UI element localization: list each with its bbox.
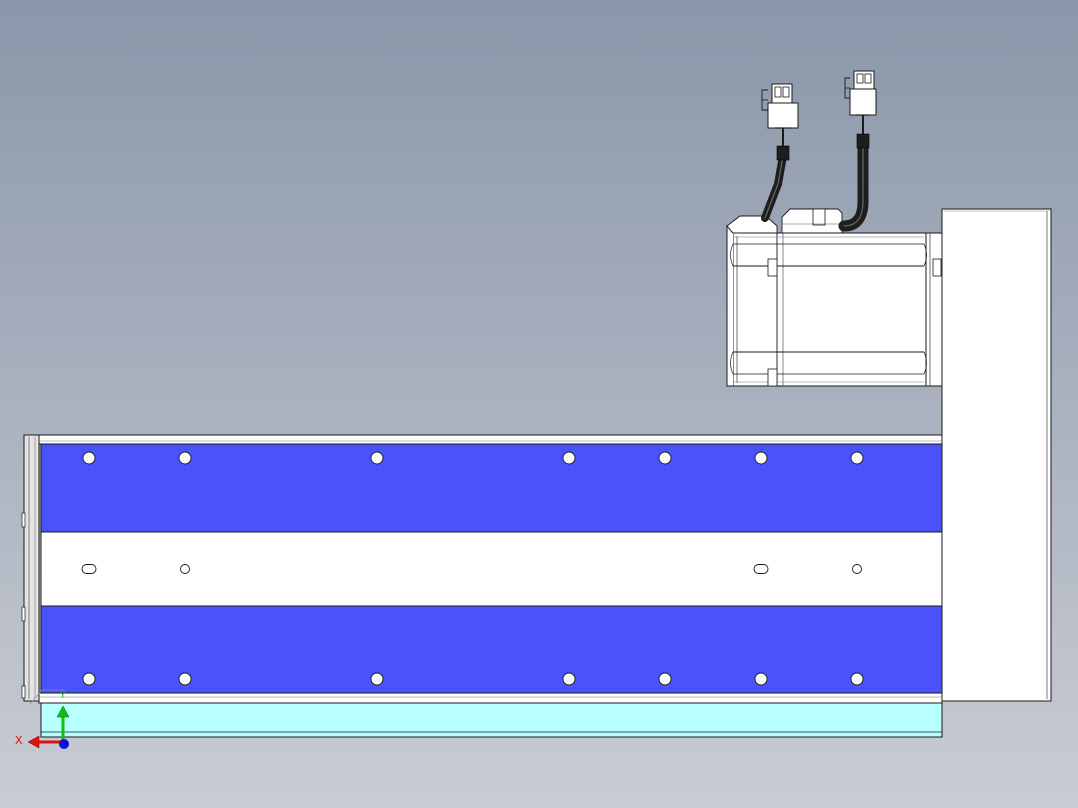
encoder-connector[interactable]	[761, 83, 799, 129]
mounting-hole	[658, 451, 672, 465]
carriage-strip	[40, 531, 943, 607]
mounting-hole	[850, 451, 864, 465]
top-hole-row	[82, 451, 864, 465]
bottom-cover-plate	[40, 605, 943, 694]
coordinate-triad: X Y	[15, 689, 70, 749]
slot-hole	[753, 564, 769, 574]
carriage-hole-row	[81, 564, 862, 574]
linear-module[interactable]	[21, 434, 943, 738]
mounting-hole	[178, 672, 192, 686]
mounting-hole	[82, 451, 96, 465]
mounting-hole	[562, 451, 576, 465]
motor-mount-plate[interactable]	[941, 208, 1052, 702]
mounting-hole	[562, 672, 576, 686]
servo-motor[interactable]	[726, 208, 943, 387]
carriage-hole	[852, 564, 862, 574]
bottom-rail	[38, 692, 943, 704]
mounting-hole	[370, 672, 384, 686]
encoder-cable	[761, 128, 790, 222]
power-cable	[838, 115, 870, 232]
slot-hole	[81, 564, 97, 574]
z-axis-dot	[59, 739, 69, 749]
power-connector[interactable]	[844, 70, 877, 116]
y-axis-label: Y	[59, 691, 66, 701]
top-cover-plate	[40, 443, 943, 533]
base-strip	[40, 702, 943, 738]
x-axis-label: X	[15, 734, 23, 747]
top-rail	[38, 434, 943, 445]
mounting-hole	[754, 672, 768, 686]
mounting-hole	[82, 672, 96, 686]
mounting-hole	[754, 451, 768, 465]
bottom-hole-row	[82, 672, 864, 686]
mounting-hole	[658, 672, 672, 686]
mounting-hole	[370, 451, 384, 465]
carriage-hole	[180, 564, 190, 574]
mounting-hole	[178, 451, 192, 465]
end-cap	[21, 434, 40, 702]
mounting-hole	[850, 672, 864, 686]
